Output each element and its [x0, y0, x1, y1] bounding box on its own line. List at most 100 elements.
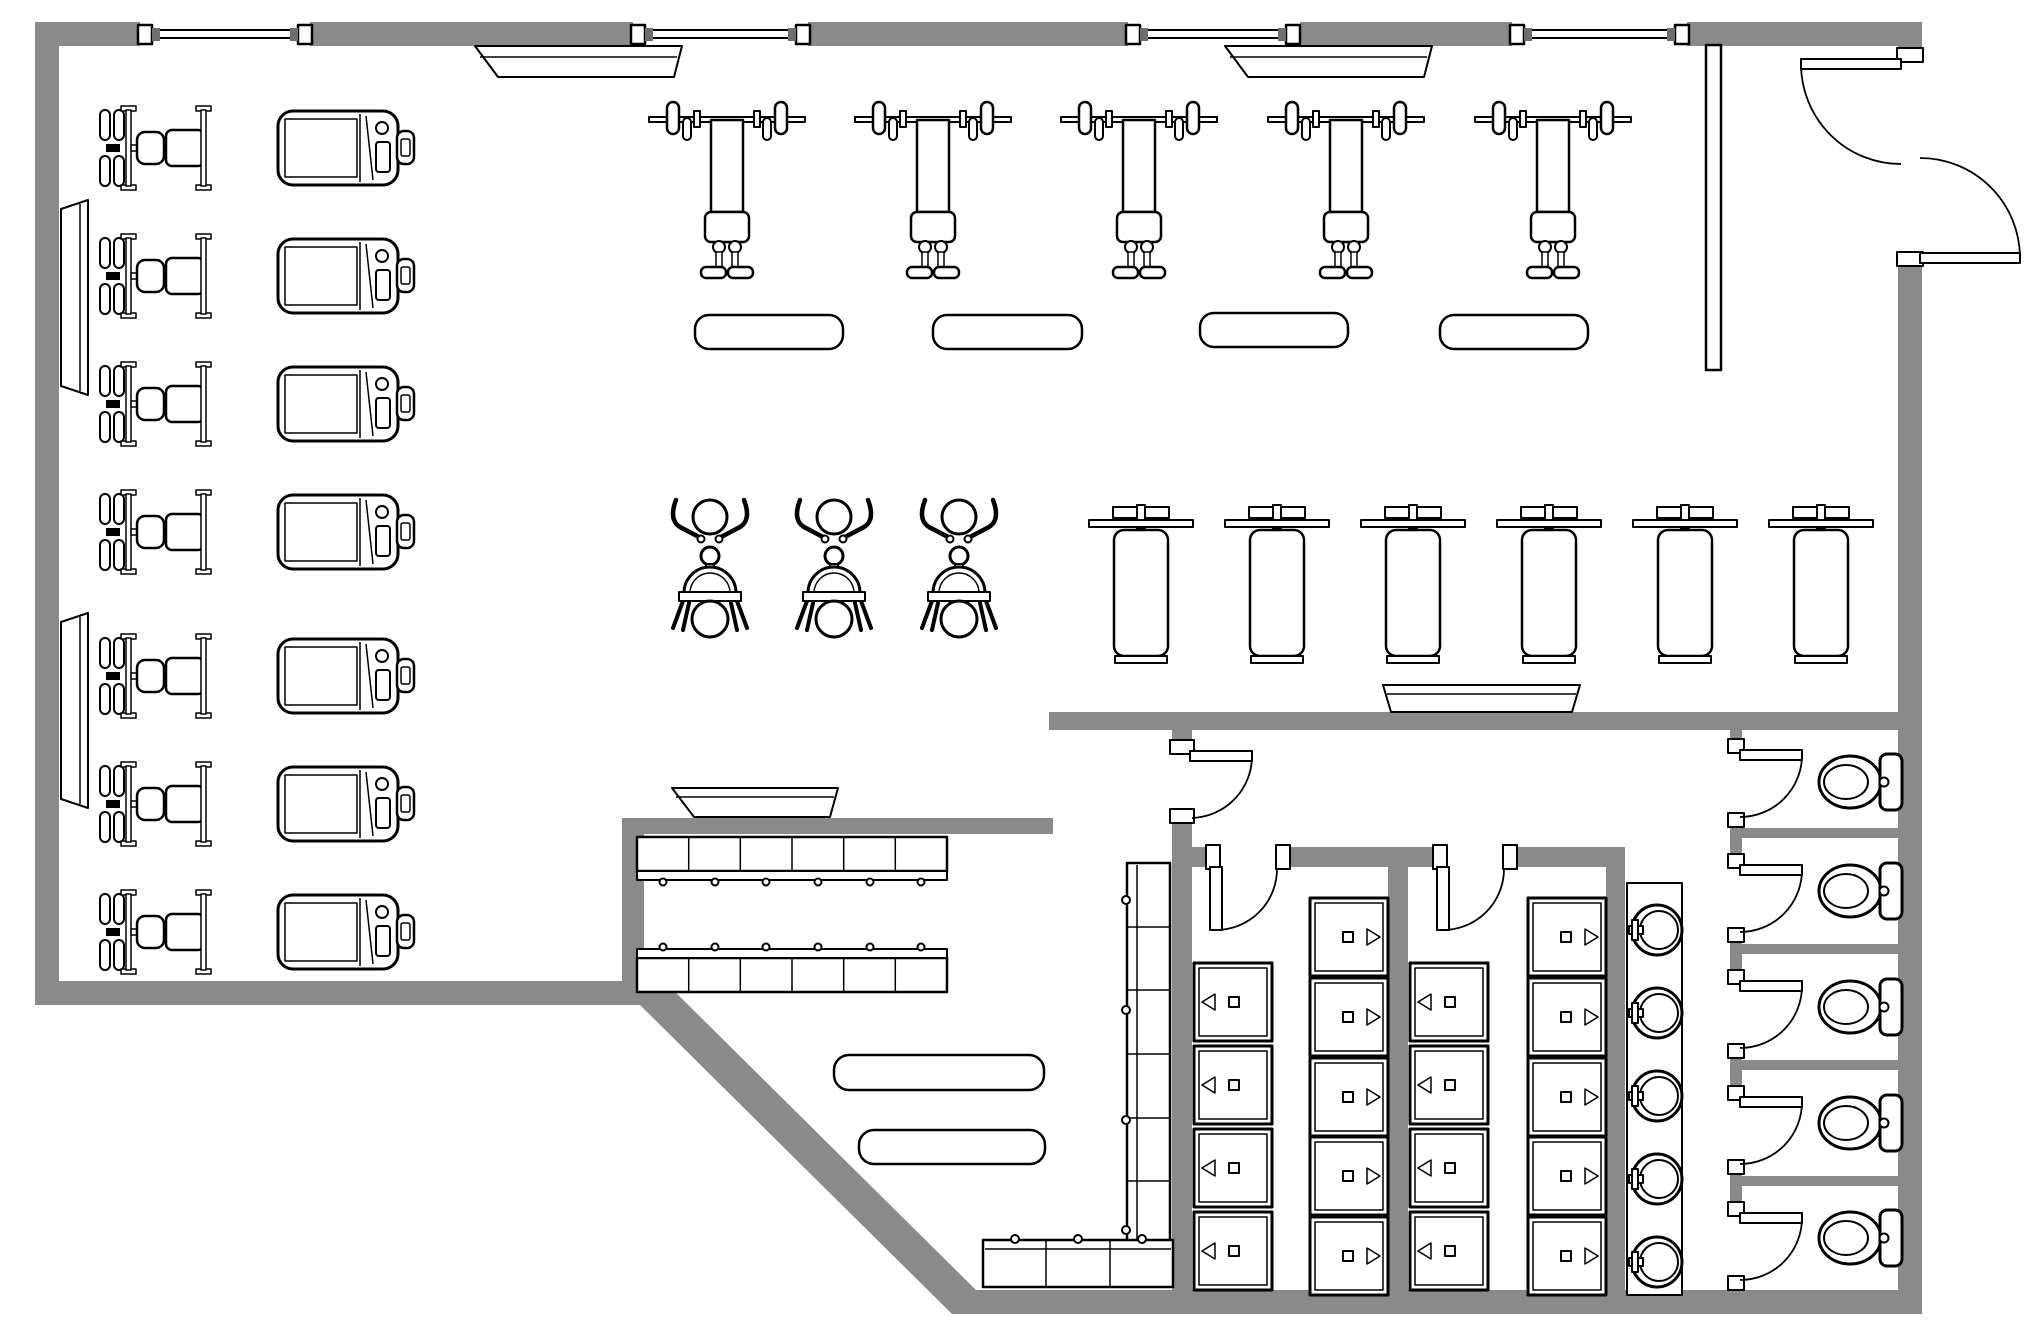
locker	[1308, 1135, 1390, 1217]
wall-bottom	[952, 1290, 1922, 1314]
sink-counter	[1626, 882, 1684, 1296]
wall-shelf-1	[474, 45, 683, 78]
floor-mat	[1438, 313, 1590, 351]
treadmill-icon	[276, 365, 416, 443]
wall-left	[35, 22, 59, 1005]
locker	[1192, 1127, 1274, 1209]
door-stall-5	[1727, 1201, 1803, 1291]
weight-machine	[98, 760, 213, 848]
wall-shelf-3	[671, 787, 839, 818]
locker	[1408, 1210, 1490, 1292]
wall-corridor-divider-1	[1192, 847, 1208, 867]
wall-shelves	[474, 45, 1581, 818]
storage-room	[635, 835, 1175, 1289]
locker	[1308, 976, 1390, 1058]
bench-press-station	[853, 100, 1013, 280]
window-1	[136, 22, 314, 46]
wall-shelf-2	[1224, 45, 1433, 78]
treadmill-icon	[276, 493, 416, 571]
locker	[1526, 1215, 1608, 1297]
wall-shelf-4	[1382, 684, 1581, 713]
treadmills-north	[1087, 503, 1875, 665]
wall-stall-divider-3	[1730, 1060, 1898, 1070]
wall-mirror-2	[60, 612, 89, 809]
locker	[1308, 1215, 1390, 1297]
weight-machine	[98, 232, 213, 320]
door-locker-room-b	[1432, 844, 1518, 931]
door-locker-room-a	[1205, 844, 1291, 931]
locker	[1308, 1056, 1390, 1138]
treadmill-icon	[1087, 503, 1195, 665]
floor-mat	[832, 1053, 1046, 1092]
entrance-door-outer	[1896, 157, 2021, 267]
exercise-bike	[922, 500, 996, 637]
exercise-bike	[797, 500, 871, 637]
toilet	[1817, 752, 1904, 812]
wall-mirror-1	[60, 199, 89, 396]
treadmill-icon	[276, 765, 416, 843]
bench-vertical	[1121, 861, 1172, 1247]
door-stall-1	[1727, 738, 1803, 828]
wall-mirrors	[60, 199, 89, 809]
treadmill-icon	[276, 637, 416, 715]
door-stall-4	[1727, 1085, 1803, 1175]
window-4	[1508, 22, 1691, 46]
bench-horizontal	[981, 1234, 1175, 1289]
treadmill-icon	[1631, 503, 1739, 665]
wall-corridor-divider-3	[1513, 847, 1625, 867]
wall-lockerroom-right	[1606, 847, 1625, 1290]
wall-stall-divider-2	[1730, 944, 1898, 954]
locker	[1526, 896, 1608, 978]
bench-press-station	[647, 100, 807, 280]
wall-bottom-left	[35, 981, 664, 1005]
exercise-bikes	[673, 500, 996, 637]
weight-machine	[98, 632, 213, 720]
wall-lockerblock-top	[1049, 712, 1922, 730]
treadmill-icon	[276, 109, 416, 187]
floor-mat	[1198, 311, 1350, 349]
locker	[1526, 1135, 1608, 1217]
locker	[1408, 1044, 1490, 1126]
floor-mat	[931, 313, 1084, 351]
treadmill-icon	[1495, 503, 1603, 665]
treadmill-icon	[1223, 503, 1331, 665]
toilet	[1817, 977, 1904, 1037]
treadmill-icon	[1767, 503, 1875, 665]
weight-machines	[98, 104, 213, 976]
locker	[1192, 961, 1274, 1043]
entrance-partition-wall	[1704, 43, 1723, 372]
door-stall-2	[1727, 853, 1803, 943]
wall-corridor-divider-2	[1288, 847, 1433, 867]
treadmill-icon	[276, 237, 416, 315]
locker	[1526, 976, 1608, 1058]
wall-vestibule-lower	[1172, 811, 1192, 1290]
floor-mats	[693, 311, 1590, 1166]
locker	[1526, 1056, 1608, 1138]
weight-machine	[98, 488, 213, 576]
window-2	[629, 22, 812, 46]
wall-stall-divider-1	[1730, 828, 1898, 838]
door-locker-vestibule	[1169, 739, 1253, 824]
locker	[1408, 961, 1490, 1043]
cubby-unit	[635, 835, 949, 887]
bench-press-stations	[647, 100, 1633, 280]
locker	[1408, 1127, 1490, 1209]
wall-stall-divider-4	[1730, 1176, 1898, 1186]
wall-lockerroom-middle	[1388, 867, 1408, 1290]
toilet	[1817, 1208, 1904, 1268]
entrance-door-inner	[1800, 47, 1924, 165]
locker	[1192, 1210, 1274, 1292]
floor-mat	[857, 1128, 1047, 1166]
weight-machine	[98, 360, 213, 448]
bench-press-station	[1266, 100, 1426, 280]
weight-machine	[98, 888, 213, 976]
windows	[136, 22, 1691, 46]
exercise-bike	[673, 500, 747, 637]
interior-doors	[1169, 738, 1803, 1291]
door-stall-3	[1727, 969, 1803, 1059]
toilet	[1817, 861, 1904, 921]
bench-press-station	[1473, 100, 1633, 280]
wall-diagonal	[640, 981, 976, 1314]
treadmill-icon	[1359, 503, 1467, 665]
